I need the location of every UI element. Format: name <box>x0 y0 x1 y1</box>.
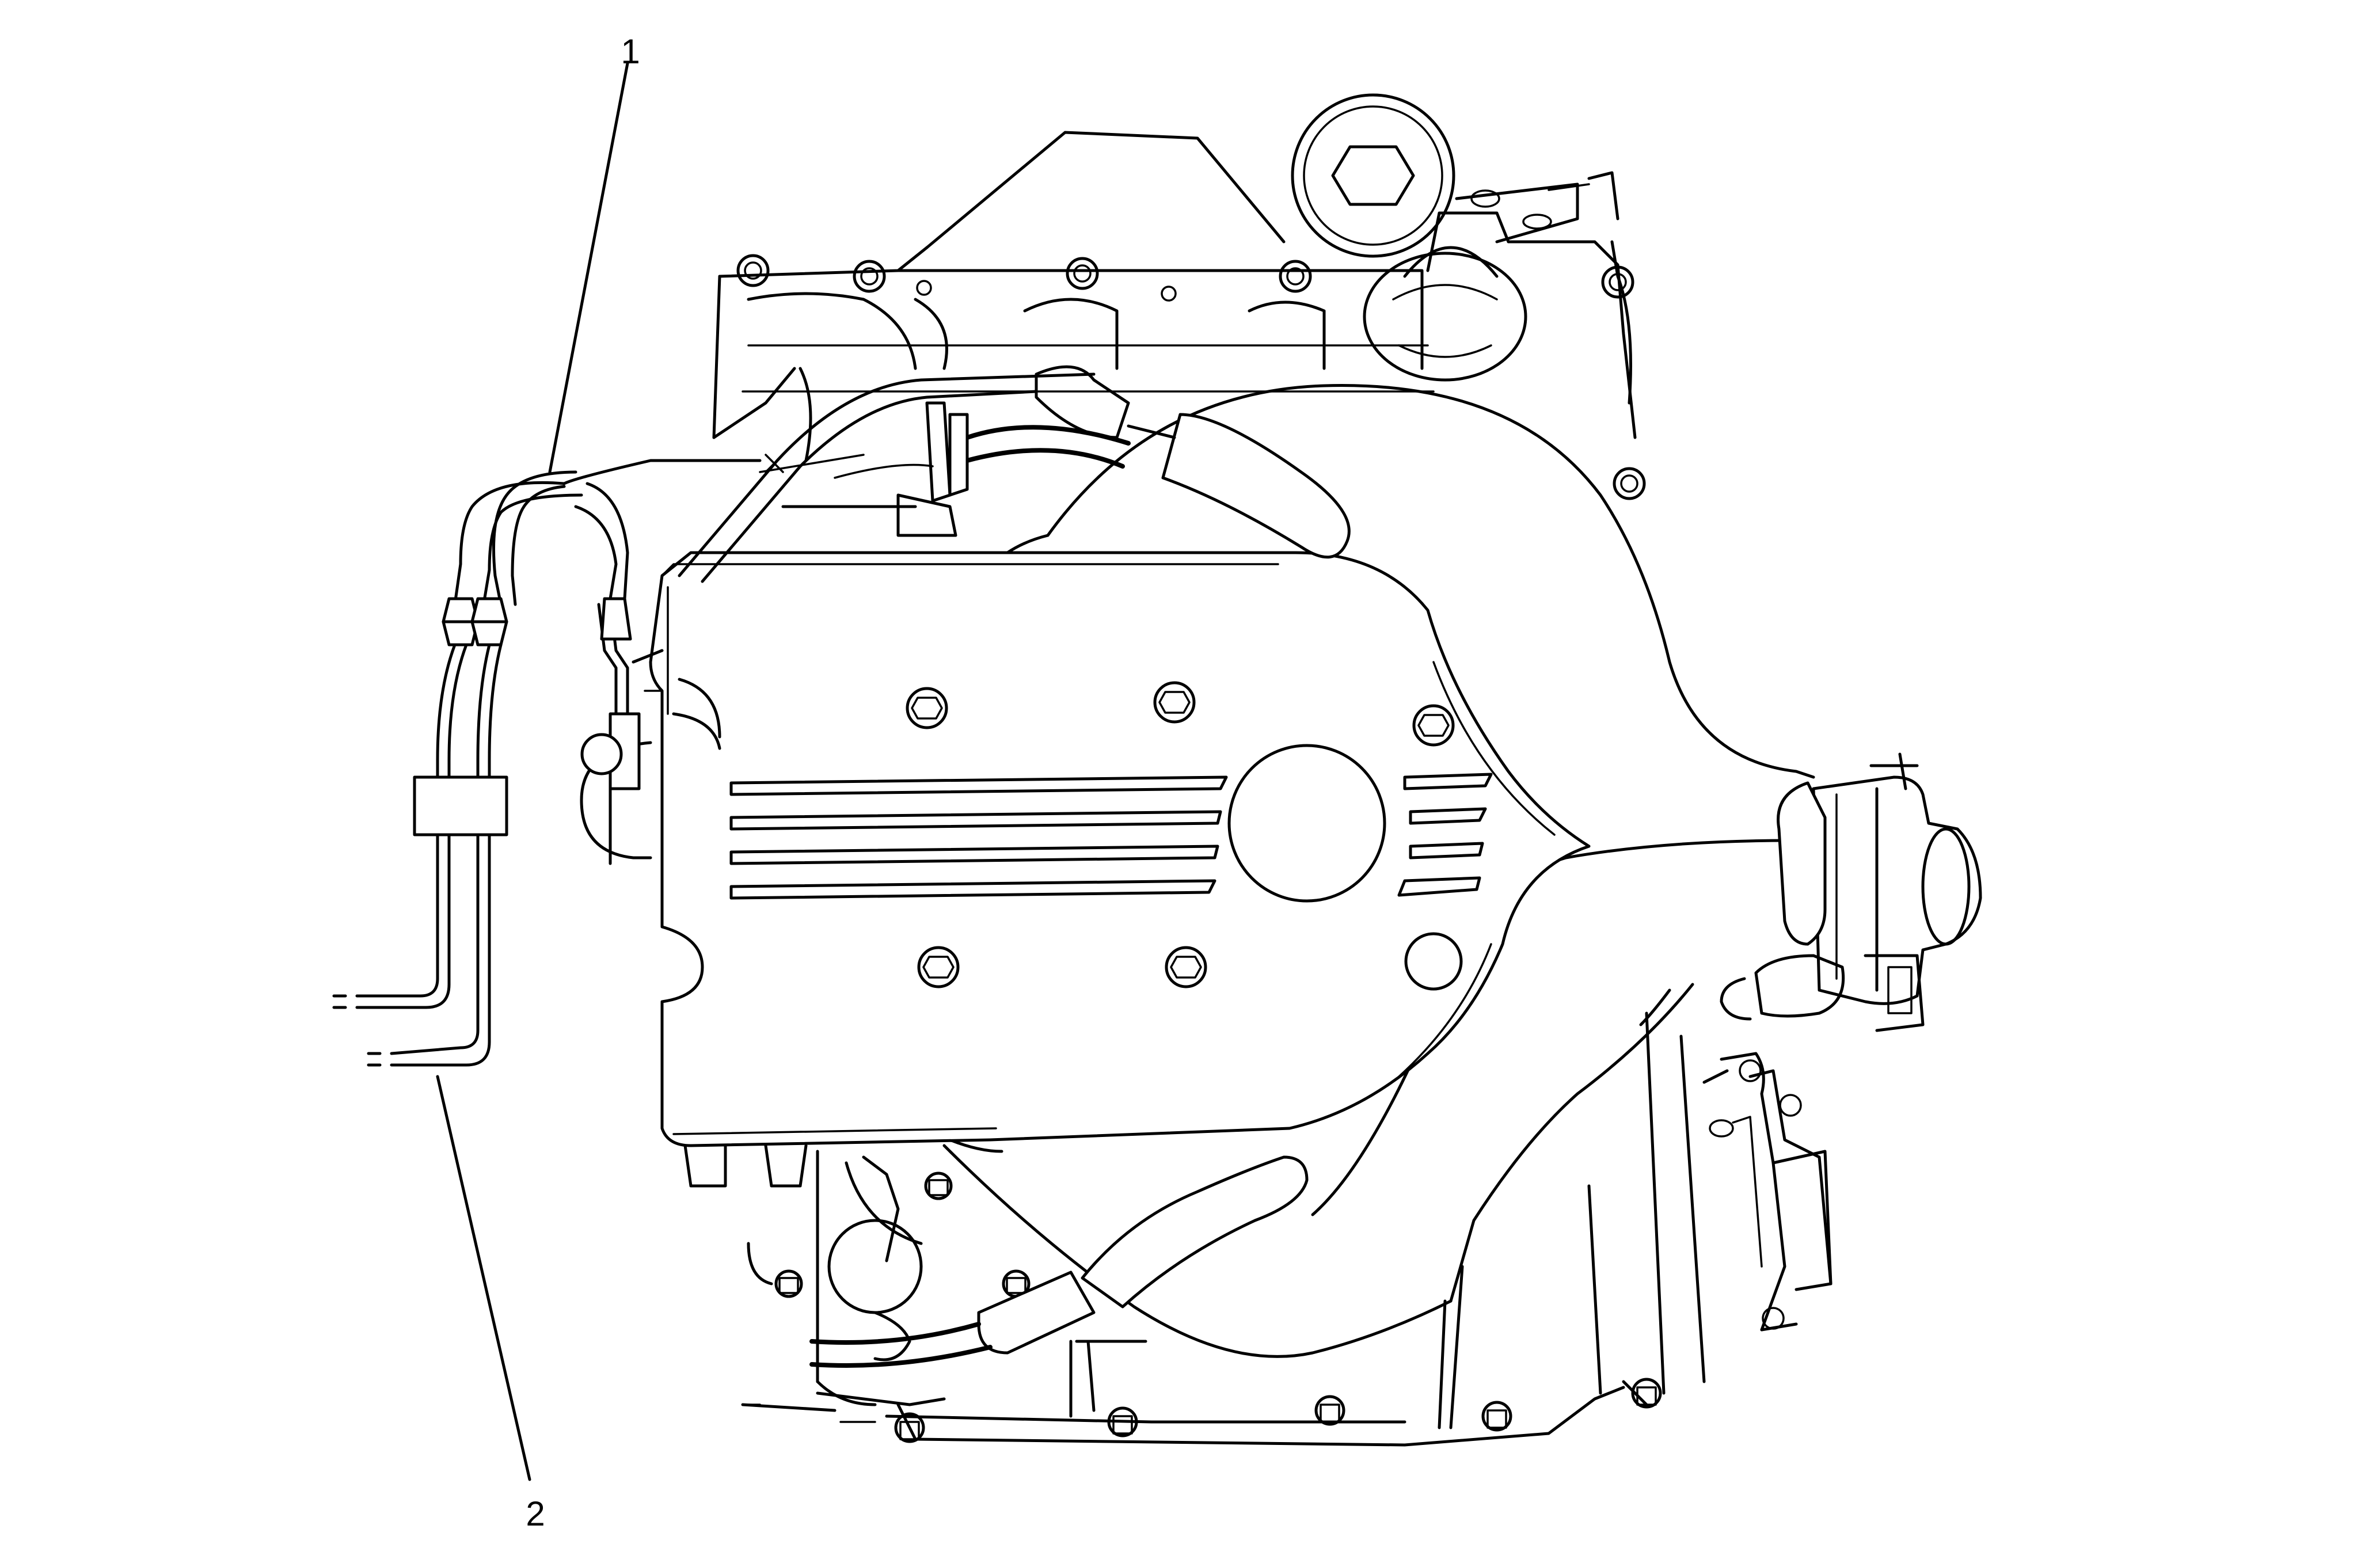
oil-filler-cap <box>1291 93 1590 258</box>
vacuum-line-bundle <box>332 481 629 1067</box>
engine-cover <box>649 551 1591 1147</box>
pcv-hose-upper <box>678 365 1351 583</box>
throttle-body <box>1720 752 1982 1032</box>
lower-bolts <box>774 1172 1662 1443</box>
head-bolts-top <box>736 254 1646 500</box>
filler-cap-round <box>1363 246 1527 382</box>
callout-1: 1 <box>548 32 640 474</box>
pcv-hose-lower <box>742 1155 1309 1406</box>
callout-label-2: 2 <box>526 1494 545 1533</box>
callout-label-1: 1 <box>621 32 640 71</box>
vacuum-line-1 <box>492 454 784 790</box>
side-bracket-module <box>1679 1034 1832 1383</box>
cylinder-head <box>712 131 1637 473</box>
callout-2: 2 <box>436 1075 545 1533</box>
